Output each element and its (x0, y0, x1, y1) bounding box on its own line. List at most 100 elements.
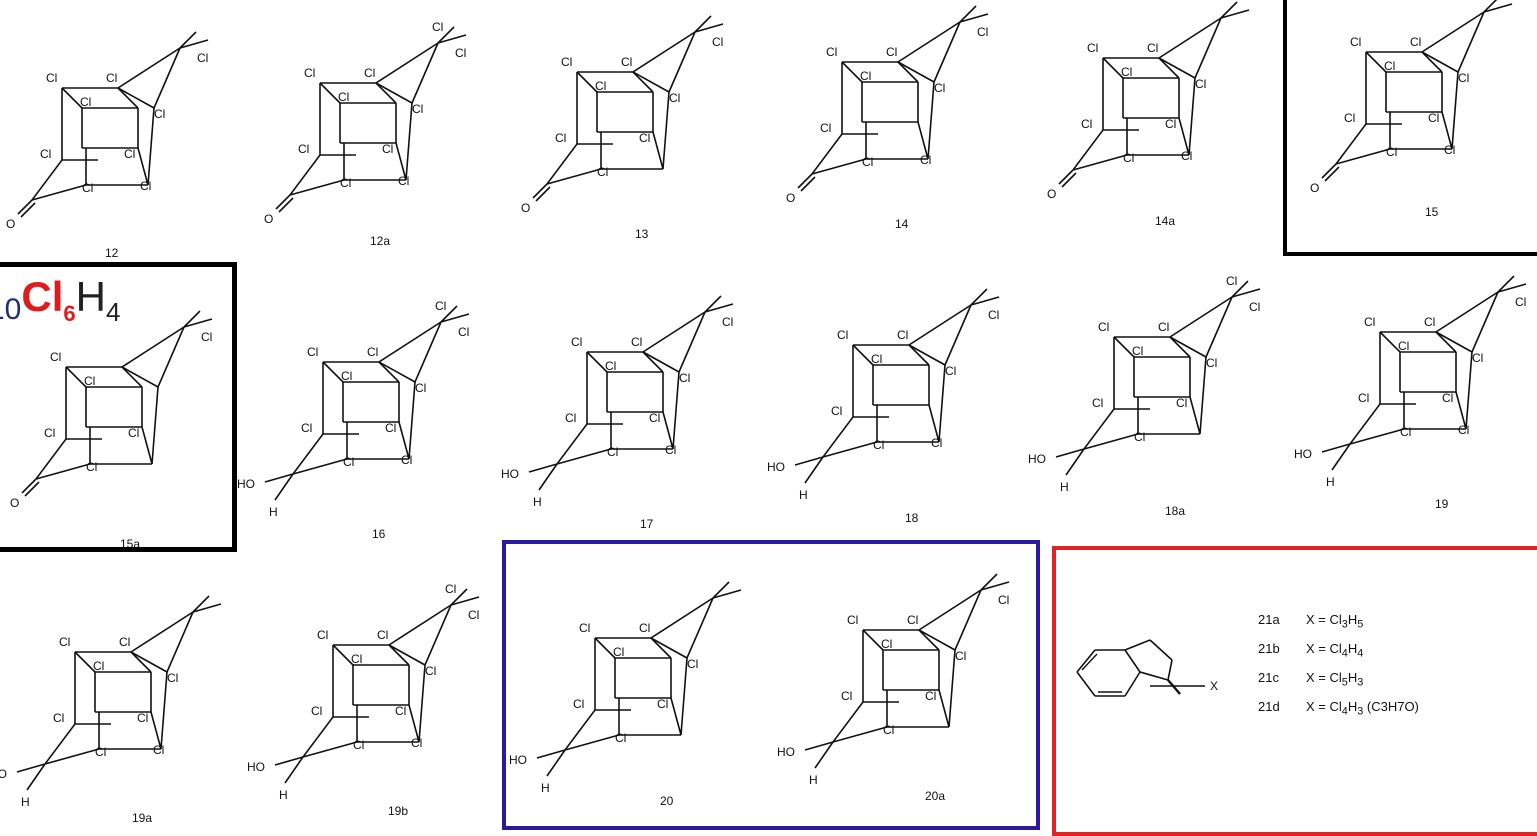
chlorine-label: Cl (712, 35, 723, 49)
chlorine-label: Cl (615, 731, 626, 745)
chlorine-label: Cl (621, 55, 632, 69)
chlorine-label: Cl (351, 652, 362, 666)
chlorine-label: Cl (579, 621, 590, 635)
chlorine-label: Cl (571, 335, 582, 349)
chlorine-label: Cl (445, 582, 456, 596)
chlorine-label: Cl (167, 671, 178, 685)
chlorine-label: Cl (401, 453, 412, 467)
chlorine-label: Cl (561, 55, 572, 69)
hydroxyl-label: HO (767, 460, 785, 474)
chlorine-label: Cl (1181, 149, 1192, 163)
compound-label: 14a (1155, 214, 1175, 228)
chlorine-label: Cl (1444, 143, 1455, 157)
chlorine-label: Cl (458, 325, 469, 339)
chlorine-label: Cl (565, 411, 576, 425)
compound-label: 18a (1165, 504, 1185, 518)
chlorine-label: Cl (46, 71, 57, 85)
compound-19a: ClClClClClClClClHOH19a (0, 595, 222, 822)
chlorine-label: Cl (1384, 59, 1395, 73)
compound-21-structure: X (1076, 639, 1218, 697)
oxygen-label: O (10, 496, 19, 510)
compound-label: 19 (1435, 497, 1449, 511)
chlorine-label: Cl (197, 51, 208, 65)
hydroxyl-label: HO (501, 467, 519, 481)
chlorine-label: Cl (1515, 295, 1526, 309)
chlorine-label: Cl (1195, 77, 1206, 91)
chlorine-label: Cl (106, 71, 117, 85)
chlorine-label: Cl (607, 445, 618, 459)
hydrogen-label: H (21, 795, 30, 809)
chlorine-label: Cl (897, 328, 908, 342)
compound-label: 20a (925, 789, 945, 803)
chlorine-label: Cl (931, 436, 942, 450)
chlorine-label: Cl (1344, 111, 1355, 125)
chlorine-label: Cl (679, 371, 690, 385)
chlorine-label: Cl (820, 121, 831, 135)
compound-label: 15 (1425, 205, 1439, 219)
substituent-x-label: X (1210, 679, 1218, 693)
chlorine-label: Cl (124, 147, 135, 161)
chlorine-label: Cl (920, 153, 931, 167)
chlorine-label: Cl (925, 689, 936, 703)
chlorine-label: Cl (837, 328, 848, 342)
compound-label: 20 (660, 794, 674, 808)
chlorine-label: Cl (137, 711, 148, 725)
chlorine-label: Cl (1428, 111, 1439, 125)
compound-label: 12a (370, 234, 390, 248)
chlorine-label: Cl (1081, 117, 1092, 131)
chlorine-label: Cl (1249, 300, 1260, 314)
chlorine-label: Cl (669, 91, 680, 105)
chlorine-label: Cl (353, 738, 364, 752)
chlorine-label: Cl (631, 335, 642, 349)
chlorine-label: Cl (435, 299, 446, 313)
oxygen-label: O (1047, 187, 1056, 201)
chlorine-label: Cl (385, 421, 396, 435)
chlorine-label: Cl (395, 704, 406, 718)
chlorine-label: Cl (53, 711, 64, 725)
chlorine-label: Cl (154, 107, 165, 121)
hydroxyl-label: HO (777, 745, 795, 759)
chlorine-label: Cl (1098, 320, 1109, 334)
chlorine-label: Cl (862, 155, 873, 169)
chlorine-label: Cl (639, 621, 650, 635)
chlorine-label: Cl (831, 404, 842, 418)
chlorine-label: Cl (367, 345, 378, 359)
chlorine-label: Cl (665, 443, 676, 457)
hydrogen-label: H (809, 773, 818, 787)
chlorine-label: Cl (955, 649, 966, 663)
oxygen-label: O (1310, 181, 1319, 195)
chlorine-label: Cl (201, 330, 212, 344)
compound-label: 18 (905, 511, 919, 525)
hydrogen-label: H (533, 495, 542, 509)
chlorine-label: Cl (311, 704, 322, 718)
chlorine-label: Cl (364, 66, 375, 80)
chlorine-label: Cl (934, 81, 945, 95)
chlorine-label: Cl (555, 131, 566, 145)
chlorine-label: Cl (307, 345, 318, 359)
chlorine-label: Cl (411, 736, 422, 750)
chlorine-label: Cl (80, 95, 91, 109)
chlorine-label: Cl (304, 66, 315, 80)
chlorine-label: Cl (841, 689, 852, 703)
chlorine-label: Cl (1132, 344, 1143, 358)
chlorine-label: Cl (1134, 430, 1145, 444)
chlorine-label: Cl (1410, 35, 1421, 49)
chlorine-label: Cl (1458, 71, 1469, 85)
chlorine-label: Cl (40, 147, 51, 161)
chlorine-label: Cl (412, 102, 423, 116)
chlorine-label: Cl (338, 90, 349, 104)
chlorine-label: Cl (425, 664, 436, 678)
compound-label: 19a (132, 811, 152, 822)
chlorine-label: Cl (377, 628, 388, 642)
chlorine-label: Cl (1424, 315, 1435, 329)
molecular-formula: 10Cl6H4 (0, 276, 120, 326)
hydrogen-label: H (1060, 480, 1069, 494)
hydrogen-label: H (269, 505, 278, 519)
chlorine-label: Cl (687, 657, 698, 671)
